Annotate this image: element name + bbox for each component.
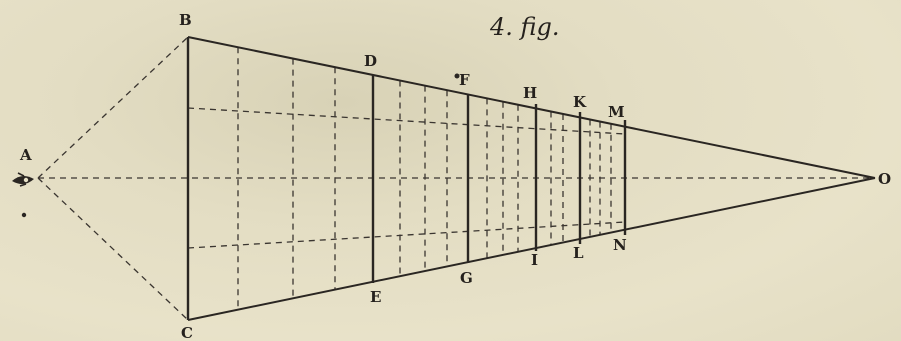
label-e: E (370, 288, 381, 306)
label-b: B (179, 11, 192, 29)
sight-line-ab (37, 36, 189, 179)
dot-near-f (454, 73, 460, 79)
grid-horizontal-lower (187, 221, 626, 249)
label-m: M (608, 103, 625, 121)
label-l: L (573, 244, 584, 262)
figure-title: 4. fig. (489, 13, 560, 41)
grid-horizontal-upper (187, 107, 626, 135)
label-h: H (523, 84, 537, 102)
label-c: C (181, 324, 193, 341)
line-co (187, 177, 876, 321)
label-i: I (531, 251, 538, 269)
label-g: G (460, 269, 473, 287)
label-n: N (613, 236, 627, 254)
label-f: F (459, 71, 470, 89)
sight-line-ac (37, 177, 189, 321)
grid-vertical-dashed-group (237, 47, 612, 310)
line-bo (187, 36, 876, 179)
label-a: A (19, 146, 32, 164)
eye-icon (12, 172, 34, 218)
label-k: K (573, 93, 587, 111)
label-o: O (878, 170, 891, 188)
label-d: D (364, 52, 377, 70)
